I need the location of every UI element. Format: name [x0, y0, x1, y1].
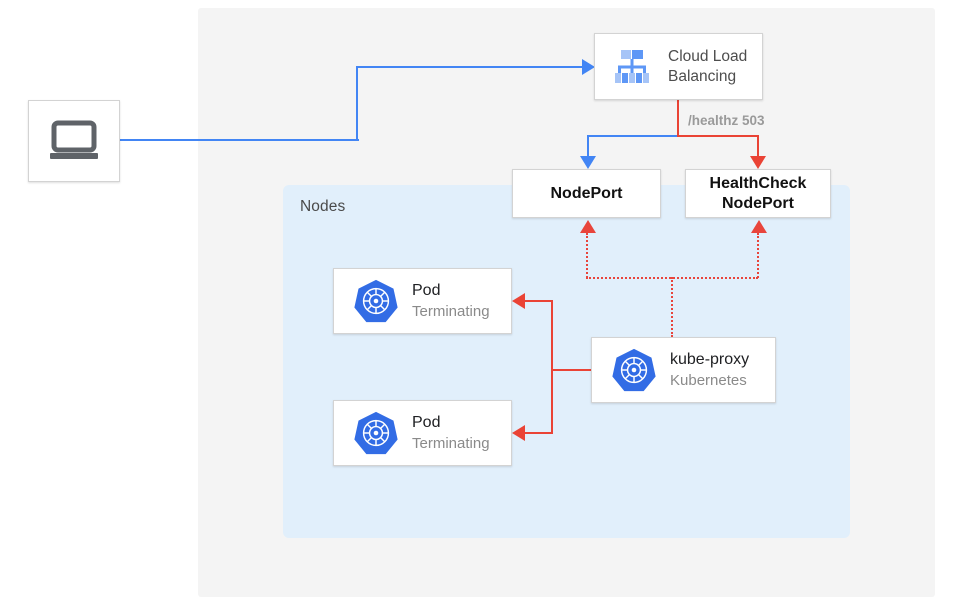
cloud-load-balancing-title-line-1: Cloud Load: [668, 47, 748, 65]
cloud-load-balancing-title-line-2: Balancing: [668, 67, 737, 85]
pod-node[interactable]: Pod Terminating: [333, 268, 512, 334]
nodeport-label: NodePort: [550, 184, 623, 202]
kubernetes-icon: [348, 278, 404, 324]
healthz-edge-label: /healthz 503: [688, 113, 765, 128]
edge-lb-to-nodeport-segment-v: [587, 135, 589, 160]
healthcheck-nodeport-label-line-2: NodePort: [721, 194, 794, 212]
nodes-region-label: Nodes: [300, 198, 346, 215]
kubernetes-icon: [348, 410, 404, 456]
cloud-load-balancing-label: Cloud Load Balancing: [668, 47, 747, 87]
pod-subtitle: Terminating: [412, 302, 490, 320]
edge-kubeproxy-to-healthcheck-leg: [757, 233, 759, 278]
laptop-icon: [47, 120, 101, 162]
edge-lb-to-healthcheck-segment-h: [677, 135, 759, 137]
pod-subtitle: Terminating: [412, 434, 490, 452]
pod-title: Pod: [412, 414, 441, 432]
pod-label: Pod Terminating: [412, 281, 490, 321]
edge-kubeproxy-to-nodeport-leg: [586, 233, 588, 278]
edge-kubeproxy-to-healthcheck-arrowhead: [751, 220, 767, 233]
edge-client-to-lb-segment-v: [356, 66, 358, 141]
edge-client-to-lb-segment-h2: [356, 66, 584, 68]
kubernetes-icon: [606, 347, 662, 393]
edge-kubeproxy-to-pod-1-segment: [524, 300, 552, 302]
edge-kubeproxy-to-nodeport-arrowhead: [580, 220, 596, 233]
edge-lb-to-nodeport-arrowhead: [580, 156, 596, 169]
edge-kubeproxy-to-pod-1-arrowhead: [512, 293, 525, 309]
edge-lb-to-healthcheck-arrowhead: [750, 156, 766, 169]
edge-lb-to-healthcheck-segment-v: [757, 135, 759, 160]
kube-proxy-node[interactable]: kube-proxy Kubernetes: [591, 337, 776, 403]
load-balancer-icon: [604, 47, 660, 87]
healthcheck-nodeport-label: HealthCheck NodePort: [710, 174, 807, 214]
kube-proxy-title: kube-proxy: [670, 351, 750, 369]
edge-kubeproxy-dotted-stem: [671, 277, 673, 337]
edge-client-to-lb-segment-h1: [120, 139, 359, 141]
edge-client-to-lb-arrowhead: [582, 59, 595, 75]
healthcheck-nodeport-node[interactable]: HealthCheck NodePort: [685, 169, 831, 218]
edge-kubeproxy-dotted-bus: [586, 277, 758, 279]
edge-lb-drop-segment: [677, 100, 679, 137]
client-device-node[interactable]: [28, 100, 120, 182]
kube-proxy-subtitle: Kubernetes: [670, 371, 747, 389]
edge-kubeproxy-pods-stub: [551, 369, 592, 371]
edge-kubeproxy-pods-bus: [551, 300, 553, 434]
edge-lb-to-nodeport-segment-h: [587, 135, 679, 137]
cloud-load-balancing-node[interactable]: Cloud Load Balancing: [594, 33, 763, 100]
edge-kubeproxy-to-pod-2-arrowhead: [512, 425, 525, 441]
edge-kubeproxy-to-pod-2-segment: [524, 432, 552, 434]
nodeport-node[interactable]: NodePort: [512, 169, 661, 218]
kube-proxy-label: kube-proxy Kubernetes: [670, 350, 749, 390]
pod-label: Pod Terminating: [412, 413, 490, 453]
pod-title: Pod: [412, 282, 441, 300]
pod-node[interactable]: Pod Terminating: [333, 400, 512, 466]
healthcheck-nodeport-label-line-1: HealthCheck: [709, 174, 807, 192]
